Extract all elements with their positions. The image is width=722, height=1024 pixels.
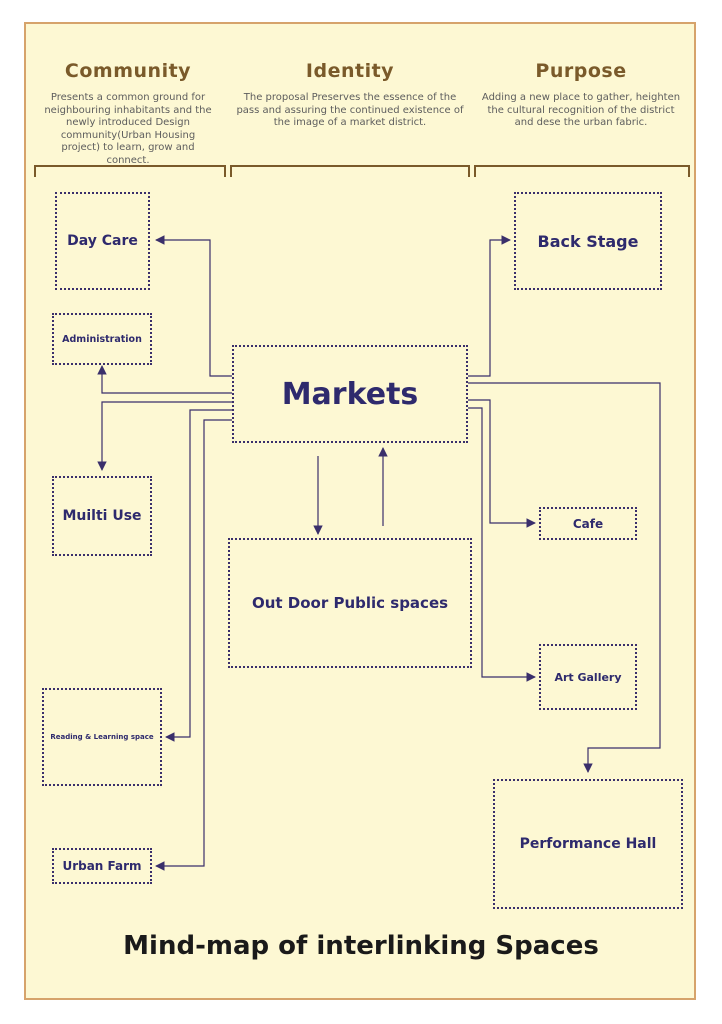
node-day-care: Day Care: [55, 192, 150, 290]
identity-bracket: [230, 165, 470, 177]
node-administration: Administration: [52, 313, 152, 365]
link-markets-reading: [165, 409, 232, 742]
node-performance-hall: Performance Hall: [493, 779, 683, 909]
urban-farm-label: Urban Farm: [62, 859, 142, 873]
purpose-title: Purpose: [535, 60, 627, 82]
back-stage-label: Back Stage: [537, 231, 639, 251]
administration-label: Administration: [62, 333, 142, 345]
markets-label: Markets: [281, 376, 419, 412]
purpose-bracket: [474, 165, 690, 177]
identity-description: The proposal Preserves the essence of th…: [236, 92, 464, 128]
link-markets-multiuse: [97, 401, 232, 471]
multi-use-label: Muilti Use: [62, 508, 142, 524]
community-description: Presents a common ground for neighbourin…: [44, 92, 212, 166]
link-markets-cafe: [468, 399, 536, 528]
node-markets: Markets: [232, 345, 468, 443]
purpose-description: Adding a new place to gather, heighten t…: [481, 92, 681, 128]
art-gallery-label: Art Gallery: [554, 670, 622, 684]
diagram-title: Mind-map of interlinking Spaces: [123, 931, 599, 961]
community-bracket: [34, 165, 226, 177]
community-title: Community: [64, 60, 192, 82]
link-markets-performancehall: [468, 382, 661, 773]
poster-background: [24, 22, 696, 1000]
node-reading-learning: Reading & Learning space: [42, 688, 162, 786]
reading-learning-label: Reading & Learning space: [50, 733, 154, 741]
identity-title: Identity: [305, 60, 395, 82]
outdoor-label: Out Door Public spaces: [251, 594, 449, 612]
link-markets-daycare: [155, 235, 232, 377]
link-markets-urbanfarm: [155, 419, 232, 871]
cafe-label: Cafe: [572, 516, 604, 531]
performance-hall-label: Performance Hall: [519, 836, 657, 852]
node-art-gallery: Art Gallery: [539, 644, 637, 710]
link-markets-backstage: [468, 235, 511, 377]
node-back-stage: Back Stage: [514, 192, 662, 290]
day-care-label: Day Care: [67, 233, 138, 249]
node-multi-use: Muilti Use: [52, 476, 152, 556]
link-markets-artgallery: [468, 407, 536, 682]
node-urban-farm: Urban Farm: [52, 848, 152, 884]
node-cafe: Cafe: [539, 507, 637, 540]
link-markets-administration: [97, 365, 232, 394]
node-outdoor-public-spaces: Out Door Public spaces: [228, 538, 472, 668]
